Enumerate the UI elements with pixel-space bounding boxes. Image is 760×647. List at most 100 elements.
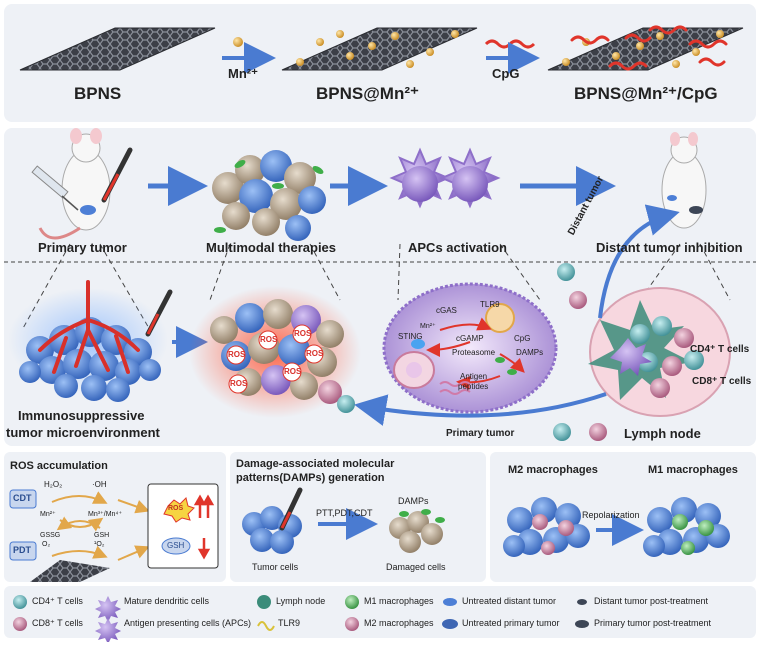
cdt-label: CDT <box>13 493 32 503</box>
syringe-icon <box>31 165 79 211</box>
damps-title-line1: Damage-associated molecular <box>236 458 395 470</box>
m1-macrophage-tumor <box>643 497 730 557</box>
legend-untreated-distant-icon <box>443 598 457 606</box>
legend-mature-dc-label: Mature dendritic cells <box>124 596 210 606</box>
legend-panel <box>4 586 756 638</box>
label-cd8-cells: CD8⁺ T cells <box>692 376 752 387</box>
label-gssg: GSSG <box>40 532 61 539</box>
legend-m1-label: M1 macrophages <box>364 596 434 606</box>
label-gsh: GSH <box>94 532 110 539</box>
gsh-ellipse <box>161 537 191 555</box>
pdt-label: PDT <box>13 545 31 555</box>
legend-apc-icon <box>95 618 121 644</box>
label-m2-title: M2 macrophages <box>508 464 598 476</box>
legend-cd4-label: CD4⁺ T cells <box>32 596 83 606</box>
label-lymph-node: Lymph node <box>624 426 701 441</box>
label-cd4-cells: CD4⁺ T cells <box>690 344 750 355</box>
legend-distant-post-label: Distant tumor post-treatment <box>594 596 709 606</box>
mn-ion-icon <box>233 37 243 47</box>
label-distant-inhibition: Distant tumor inhibition <box>596 240 743 255</box>
label-oh: ·OH <box>92 480 107 489</box>
ros-label-5: ROS <box>230 379 248 388</box>
legend-mature-dc-icon <box>95 596 121 622</box>
label-damaged-cells: Damaged cells <box>386 562 446 572</box>
ros-reaction-arrows <box>51 491 150 561</box>
cdt-badge <box>9 489 37 509</box>
legend-apc-label: Antigen presenting cells (APCs) <box>124 618 252 628</box>
legend-lymph-label: Lymph node <box>276 596 326 606</box>
t-cell-floating <box>557 263 575 281</box>
ros-burst-icon <box>163 497 195 523</box>
bpns-mn-cpg-sheet <box>547 25 744 71</box>
label-bpns: BPNS <box>74 84 122 103</box>
arrow-primary-tumor <box>354 392 607 426</box>
laser-pen-icon <box>101 147 133 203</box>
legend-cd8-icon <box>13 617 27 631</box>
label-repolarization: Repolarization <box>582 510 640 520</box>
label-primary-tumor: Primary tumor <box>38 240 127 255</box>
t-cell-floating <box>569 291 587 309</box>
label-tlr9: TLR9 <box>480 300 500 309</box>
label-cgamp: cGAMP <box>456 334 484 343</box>
label-mn-arrow: Mn²⁺ <box>228 66 258 81</box>
legend-distant-post-icon <box>577 599 587 605</box>
label-damps-cell: DAMPs <box>516 348 544 357</box>
ros-nanosheet <box>30 560 110 582</box>
m2-macrophage-tumor <box>503 497 590 557</box>
bpns-sheet <box>19 27 216 71</box>
label-cgas: cGAS <box>436 306 457 315</box>
label-h2o2: H₂O₂ <box>44 480 63 489</box>
legend-cd8-label: CD8⁺ T cells <box>32 618 83 628</box>
label-primary-tumor-arrow: Primary tumor <box>446 428 515 439</box>
ros-up-arrows <box>193 494 215 518</box>
legend-untreated-primary-icon <box>442 619 458 629</box>
label-o2: O₂ <box>42 541 51 548</box>
legend-tlr9-label: TLR9 <box>278 618 301 628</box>
multimodal-tumor-cluster <box>212 150 326 241</box>
label-sting: STING <box>398 332 423 341</box>
legend-m2-icon <box>345 617 359 631</box>
legend-cd4-icon <box>13 595 27 609</box>
label-antigen: Antigen <box>460 372 488 381</box>
pdt-badge <box>9 541 37 561</box>
legend-untreated-primary-label: Untreated primary tumor <box>462 618 560 628</box>
ros-label-1: ROS <box>228 350 246 359</box>
label-m1-title: M1 macrophages <box>648 464 738 476</box>
label-proteasome: Proteasome <box>452 348 496 357</box>
ros-label-6: ROS <box>284 367 302 376</box>
bpns-mn-sheet <box>281 27 478 71</box>
gsh-down-arrow <box>197 538 211 560</box>
apc-zoom-cell <box>382 282 558 414</box>
label-mn34: Mn³⁺/Mn⁴⁺ <box>88 511 123 518</box>
ros-box-label: ROS <box>168 505 184 512</box>
label-cpg-cell: CpG <box>514 334 531 343</box>
label-tumor-cells: Tumor cells <box>252 562 299 572</box>
immunosuppressive-tumor <box>8 280 173 402</box>
label-tumor-microenvironment: tumor microenvironment <box>6 425 160 440</box>
label-apcs-activation: APCs activation <box>408 240 507 255</box>
label-singlet-o2: ¹O₂ <box>94 541 105 548</box>
label-mn-cell: Mn²⁺ <box>420 323 436 330</box>
t-cell-floating <box>589 423 607 441</box>
ros-label-2: ROS <box>260 335 278 344</box>
ros-panel-title: ROS accumulation <box>10 460 108 472</box>
damaged-cells-cluster <box>389 509 445 553</box>
legend-lymph-icon <box>257 595 271 609</box>
legend-primary-post-label: Primary tumor post-treatment <box>594 618 712 628</box>
apc-cells-icon <box>389 147 501 209</box>
label-multimodal: Multimodal therapies <box>206 240 337 255</box>
label-mn2: Mn²⁺ <box>40 511 56 518</box>
label-damps-panel: DAMPs <box>398 496 429 506</box>
legend-tlr9-icon <box>257 621 275 631</box>
ros-label-4: ROS <box>306 349 324 358</box>
label-immunosuppressive: Immunosuppressive <box>18 408 145 423</box>
legend-untreated-distant-label: Untreated distant tumor <box>462 596 557 606</box>
label-bpns-mn: BPNS@Mn²⁺ <box>316 84 419 103</box>
arrow-distant-tumor <box>598 204 680 319</box>
legend-m2-label: M2 macrophages <box>364 618 434 628</box>
damps-title-line2: patterns(DAMPs) generation <box>236 472 385 484</box>
label-therapies: PTT,PDT,CDT <box>316 508 373 518</box>
t-cell-floating <box>553 423 571 441</box>
